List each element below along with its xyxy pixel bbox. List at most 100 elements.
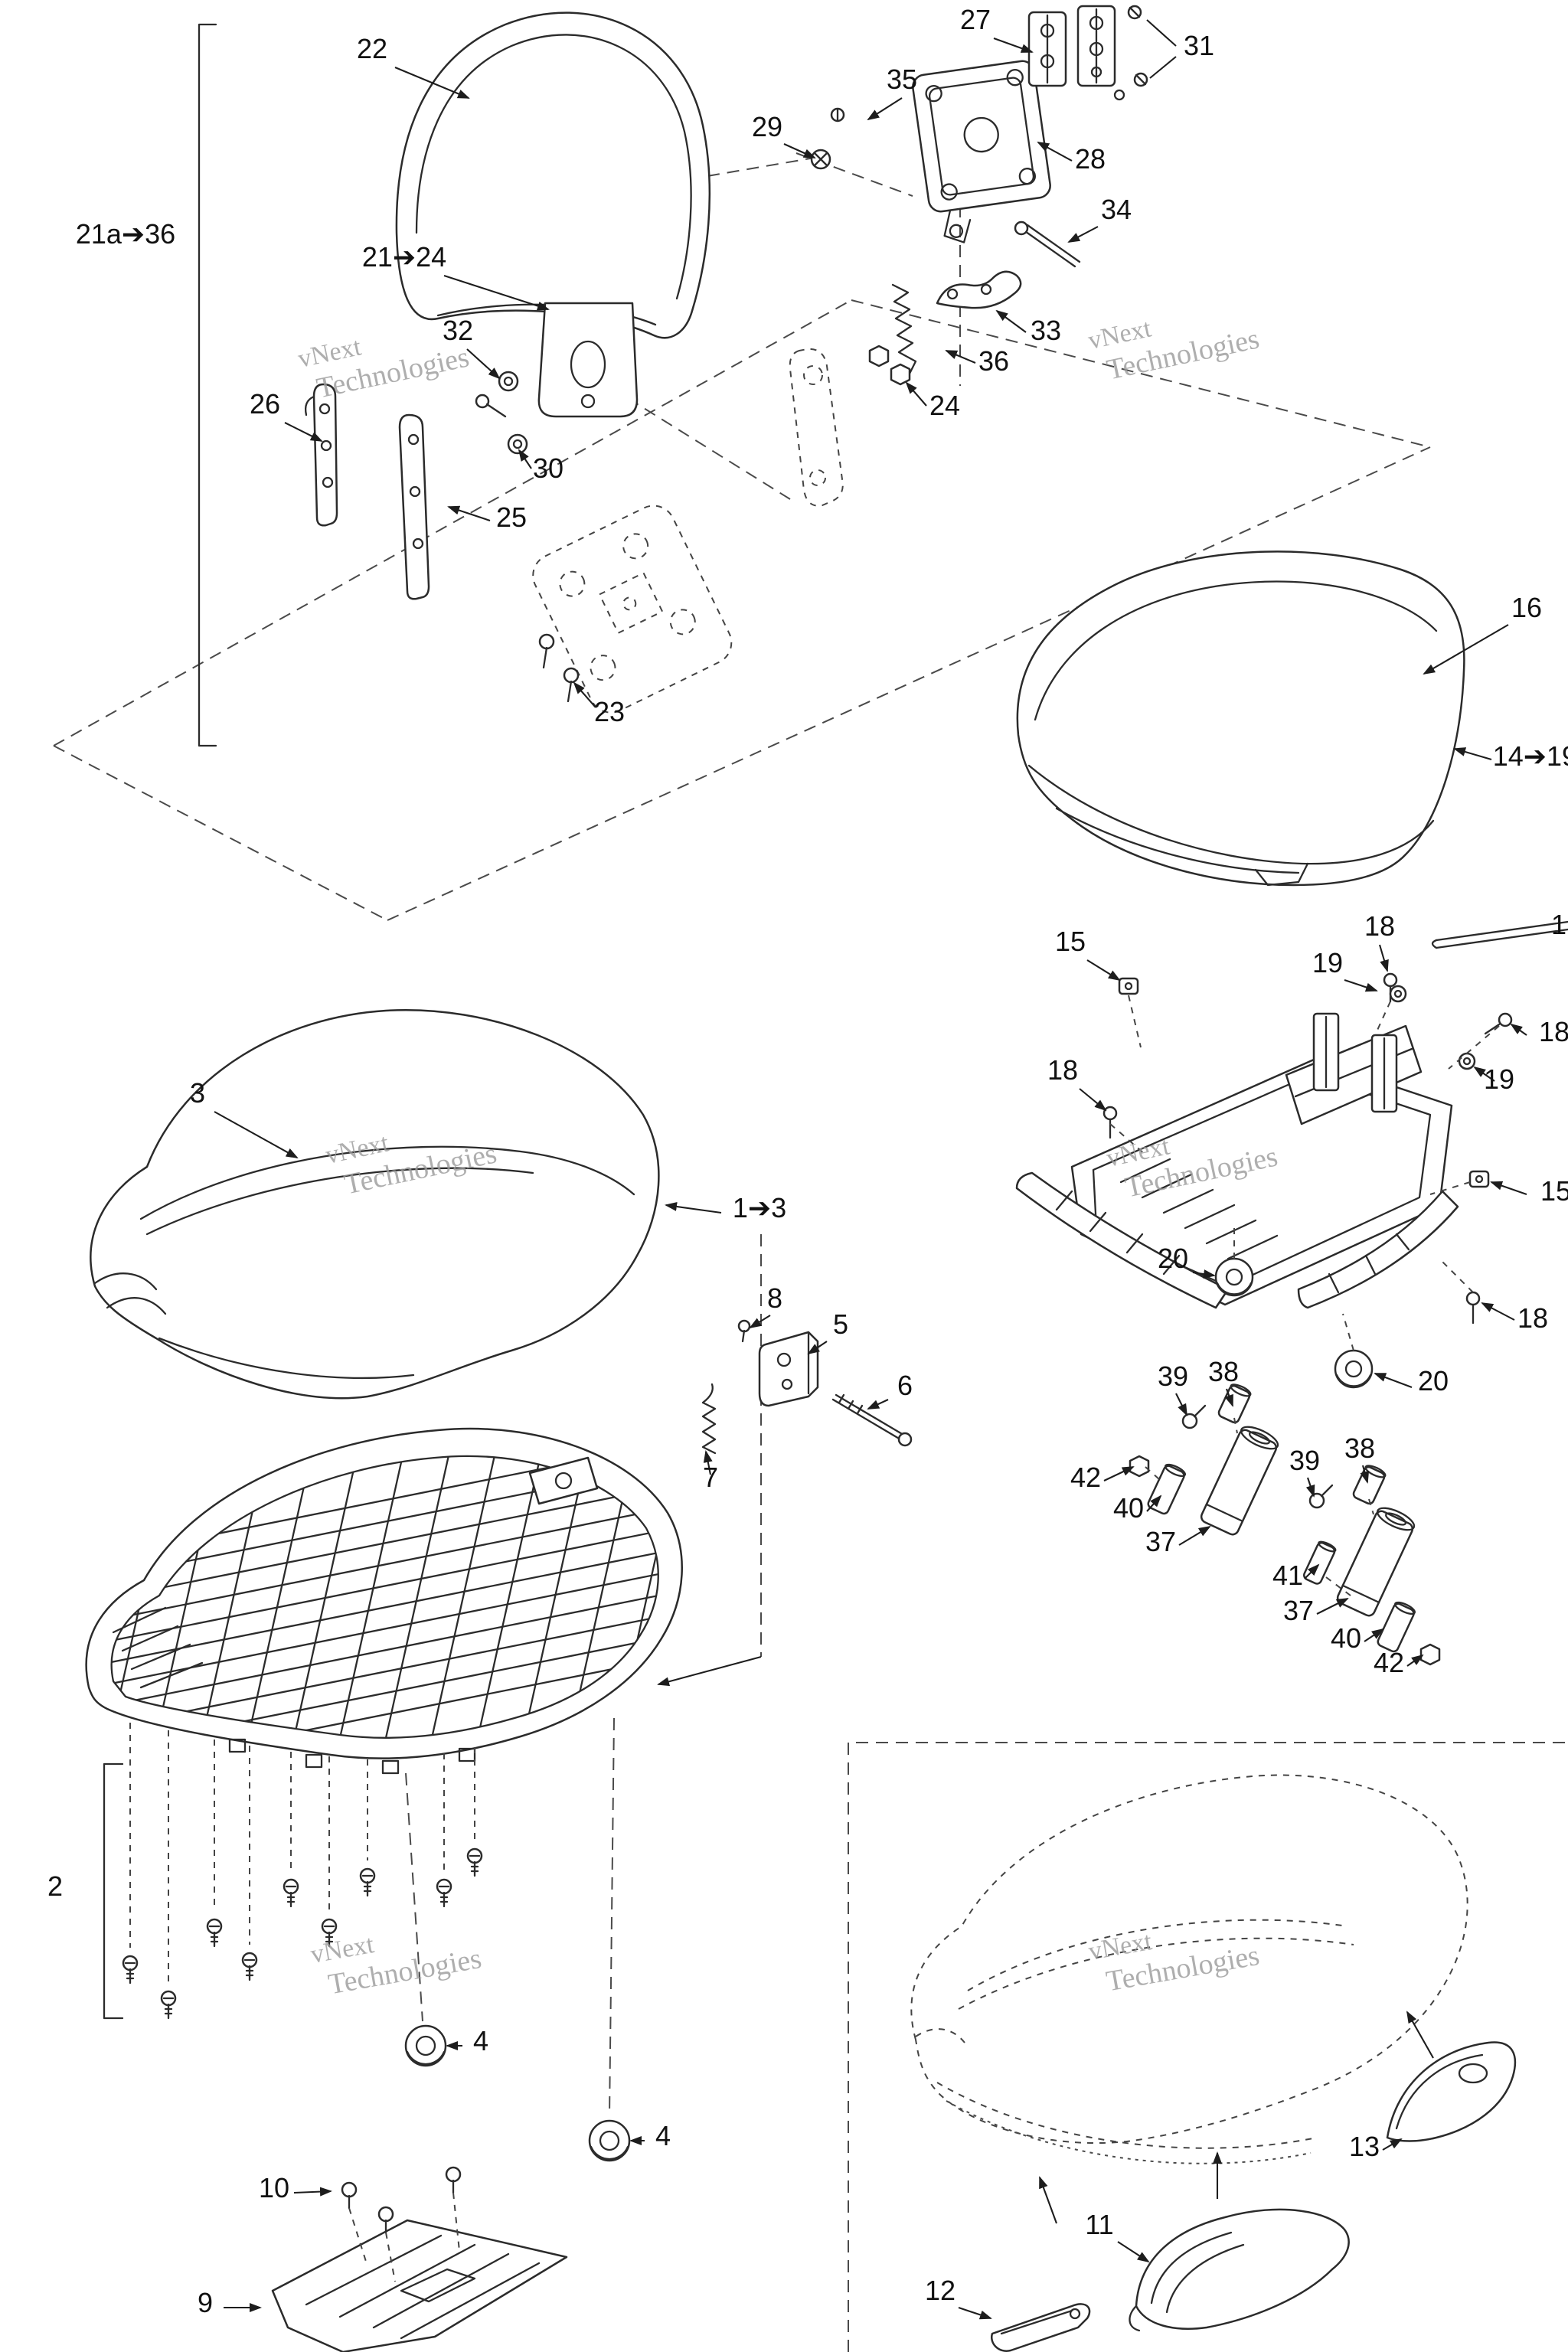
leader-line <box>1079 1088 1107 1112</box>
leader-line <box>1374 1373 1413 1388</box>
washer-19 <box>1389 985 1407 1003</box>
floor-plate-group <box>271 2166 568 2352</box>
part-callout-4: 4 <box>655 2120 671 2151</box>
part-callout-29: 29 <box>752 111 782 142</box>
leader-line <box>1304 1563 1320 1579</box>
leader-line <box>807 1341 828 1355</box>
leader-line <box>867 97 903 121</box>
part-callout-8: 8 <box>767 1282 782 1314</box>
leader-line <box>1149 56 1177 79</box>
strap-25 <box>398 413 430 600</box>
grommet-20 <box>1334 1349 1374 1389</box>
leader-line <box>1316 1598 1349 1615</box>
leader-line <box>1175 1393 1187 1416</box>
backrest-cushion <box>395 11 711 339</box>
part-callout-37: 37 <box>1283 1595 1314 1626</box>
part-callout-6: 6 <box>897 1370 913 1401</box>
screw-18 <box>1102 1106 1118 1139</box>
latch-spring-group <box>868 270 1022 386</box>
callouts: 2227313529283421a➔3621➔24322630253336242… <box>47 4 1568 2318</box>
leader-line <box>783 143 816 158</box>
part-callout-40: 40 <box>1113 1492 1144 1524</box>
grommet-4 <box>588 2119 631 2162</box>
part-callout-20: 20 <box>1158 1243 1188 1274</box>
leader-line <box>1360 1465 1370 1484</box>
part-callout-27: 27 <box>960 4 991 35</box>
part-callout-13: 13 <box>1349 2131 1380 2162</box>
screw-23 <box>563 667 580 684</box>
cylinder-37 <box>1200 1429 1278 1536</box>
seat-pan <box>85 1427 683 2020</box>
pan-latch <box>528 1456 599 1505</box>
part-callout-38: 38 <box>1344 1432 1375 1464</box>
screw-23 <box>538 633 555 650</box>
seat-latch-bracket-group <box>701 1319 913 1455</box>
rear-cowl <box>1016 550 1465 887</box>
pin-41 <box>1303 1541 1336 1585</box>
part-callout-5: 5 <box>833 1308 848 1340</box>
part-callout-39: 39 <box>1289 1445 1320 1476</box>
washer-30 <box>507 433 528 455</box>
part-callout-22: 22 <box>357 33 387 64</box>
rod-40 <box>1377 1602 1415 1653</box>
backrest-stem <box>537 302 639 418</box>
part-callout-25: 25 <box>496 501 527 533</box>
leader-line <box>958 2307 992 2320</box>
leader-line <box>1490 1181 1527 1195</box>
part-callout-18: 18 <box>1517 1302 1548 1334</box>
part-callout-7: 7 <box>703 1462 718 1493</box>
part-callout-39: 39 <box>1158 1361 1188 1392</box>
leader-line <box>1344 979 1378 992</box>
part-callout-31: 31 <box>1184 30 1214 61</box>
part-callout-19: 19 <box>1312 947 1343 978</box>
support-rod <box>1431 920 1568 949</box>
leader-line <box>518 449 532 469</box>
leader-line <box>394 67 470 99</box>
group-bracket-2 <box>103 1762 124 2020</box>
leader-line <box>1086 959 1121 982</box>
screw-10 <box>377 2206 394 2234</box>
part-12 <box>990 2303 1091 2352</box>
part-callout-32: 32 <box>443 315 473 346</box>
latch-33 <box>936 270 1022 309</box>
seat-pan-outline <box>85 1427 683 1759</box>
leader-line <box>665 1201 722 1214</box>
washer-19 <box>1458 1052 1476 1070</box>
part-callout-20: 20 <box>1418 1365 1449 1396</box>
leader-line <box>657 1655 762 1687</box>
bracket-13 <box>1386 2041 1517 2142</box>
part-callout-9: 9 <box>198 2287 213 2318</box>
part-callout-34: 34 <box>1101 194 1132 225</box>
clip-15 <box>1468 1170 1490 1188</box>
part-callout-10: 10 <box>259 2172 289 2203</box>
rack-arm-left <box>1015 1171 1230 1309</box>
part-callout-37: 37 <box>1145 1526 1176 1557</box>
pad-11 <box>1135 2208 1350 2330</box>
bracket-5 <box>758 1331 819 1407</box>
leader-line <box>1039 2176 1057 2224</box>
mount-straps <box>304 371 528 600</box>
leader-line <box>1378 944 1389 972</box>
leader-line <box>867 1399 889 1410</box>
grommet-20 <box>1214 1257 1254 1297</box>
part-callout-1➔3: 1➔3 <box>733 1192 786 1223</box>
screw-10 <box>445 2166 462 2194</box>
leader-lines <box>214 19 1527 2320</box>
part-callout-30: 30 <box>533 452 564 484</box>
spring-7 <box>701 1383 717 1455</box>
leader-line <box>995 309 1027 333</box>
leader-line <box>1364 1628 1384 1642</box>
leader-line <box>905 381 927 407</box>
part-callout-1: 1 <box>1551 909 1566 940</box>
leader-line <box>749 1315 771 1329</box>
part-callout-24: 24 <box>929 390 960 421</box>
part-callout-42: 42 <box>1070 1462 1101 1493</box>
part-callout-33: 33 <box>1031 315 1061 346</box>
part-callout-41: 41 <box>1272 1560 1303 1591</box>
leader-line <box>1406 2011 1434 2059</box>
mounting-plate <box>912 60 1051 213</box>
part-callout-35: 35 <box>887 64 917 95</box>
